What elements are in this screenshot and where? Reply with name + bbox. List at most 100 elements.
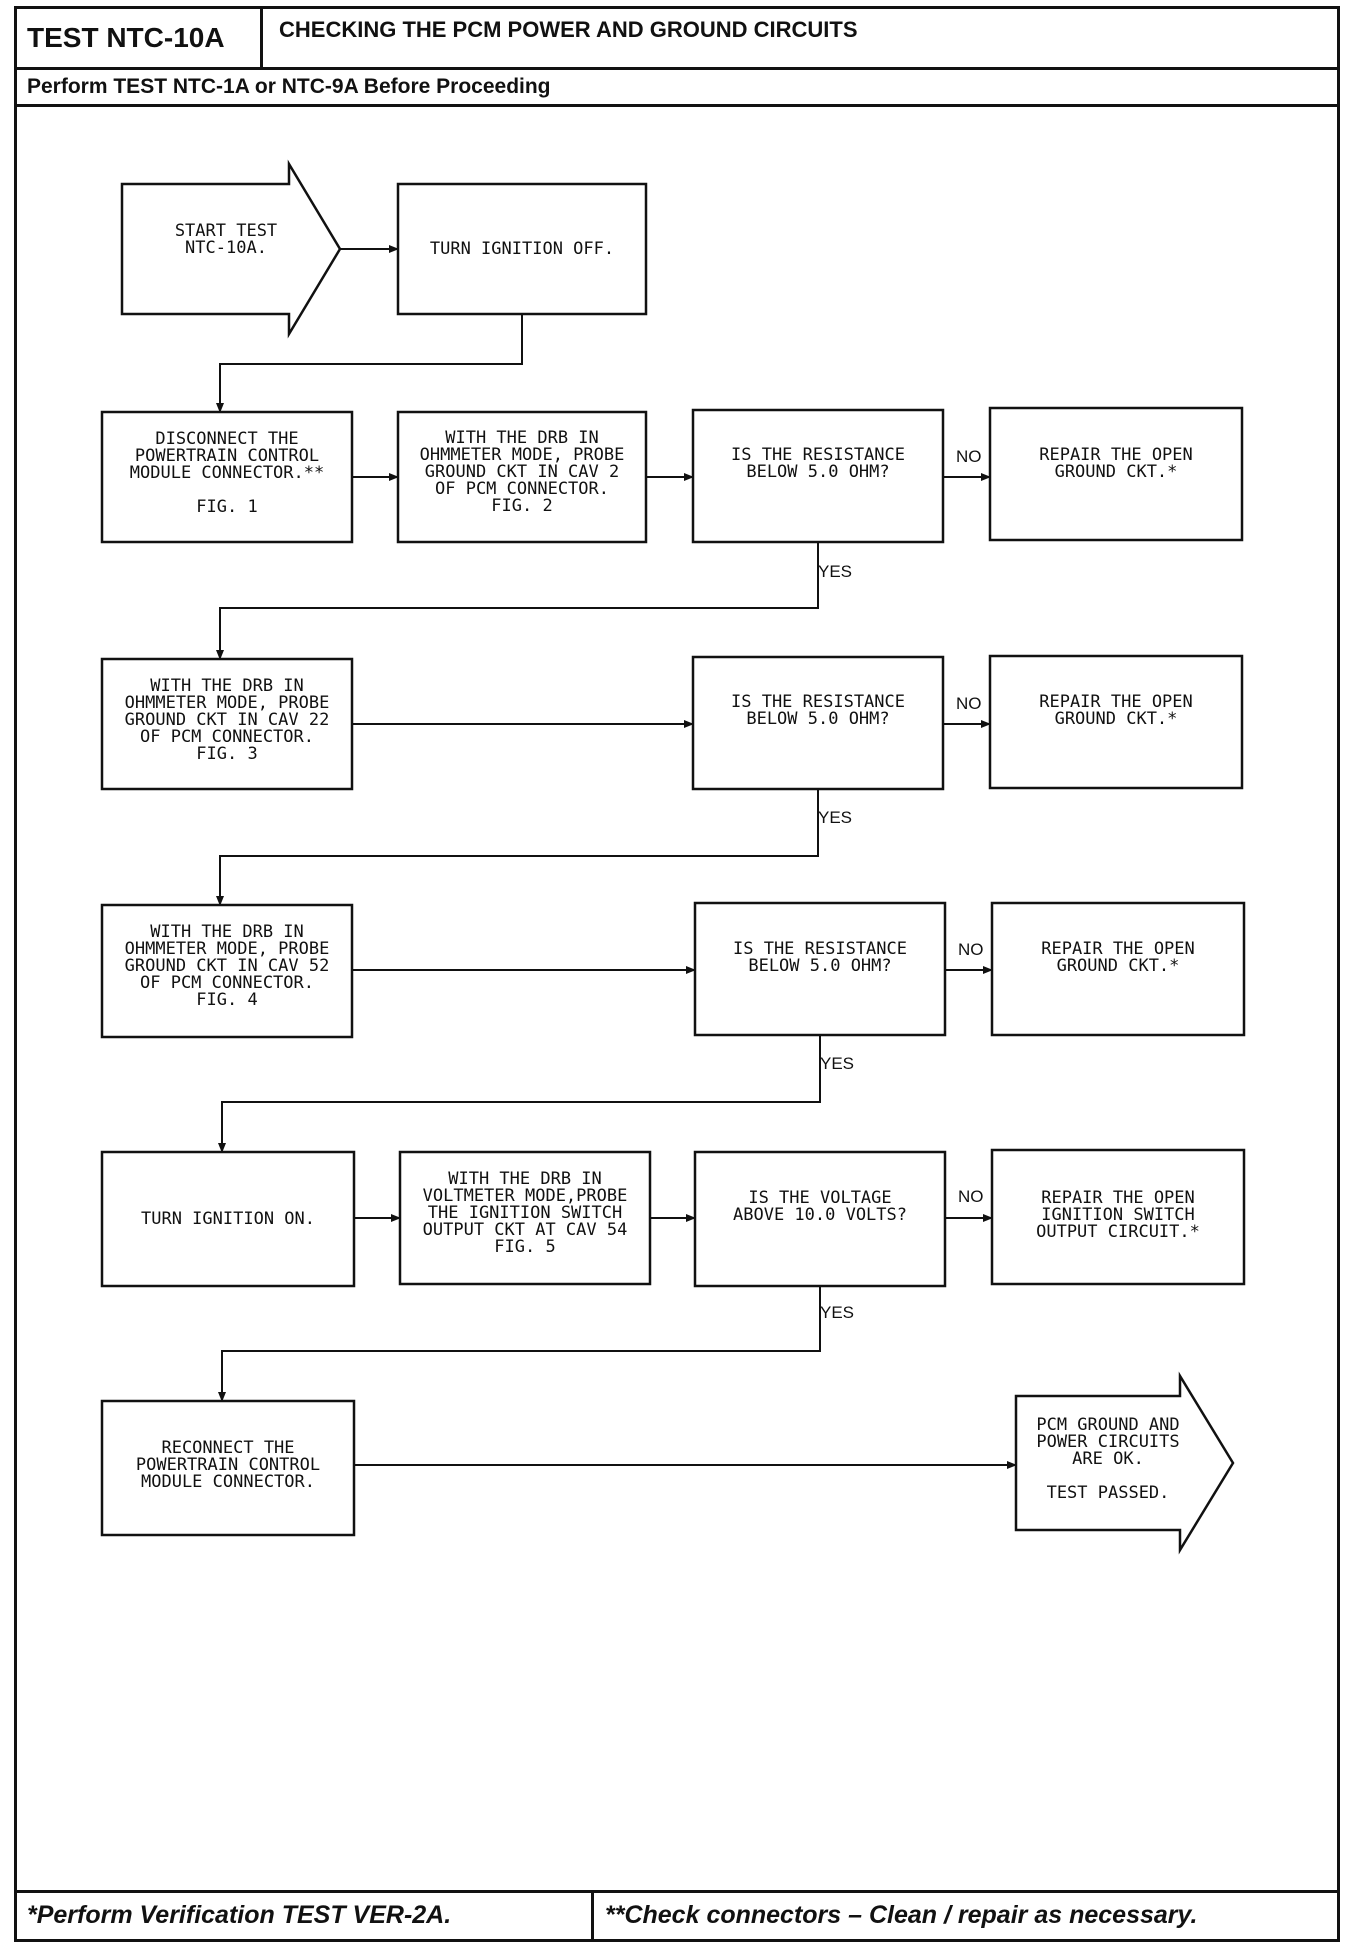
step-probe-cav-52-line: OHMMETER MODE, PROBE [125, 939, 330, 959]
footnote-double-asterisk: **Check connectors – Clean / repair as n… [605, 1901, 1198, 1929]
step-disconnect-pcm-line: MODULE CONNECTOR.** [130, 463, 324, 483]
step-repair-ignition-switch-line: REPAIR THE OPEN [1041, 1188, 1195, 1208]
step-repair-ground-1-line: REPAIR THE OPEN [1039, 445, 1193, 465]
step-reconnect-pcm-line: POWERTRAIN CONTROL [136, 1455, 320, 1475]
step-probe-cav-52-line: OF PCM CONNECTOR. [140, 973, 314, 993]
decision-2-yes-to-probe-cav-52-arrow [216, 789, 819, 906]
step-repair-ignition-switch-line: IGNITION SWITCH [1041, 1205, 1195, 1225]
decision-resistance-1-line: IS THE RESISTANCE [731, 445, 905, 465]
step-reconnect-pcm-line: MODULE CONNECTOR. [141, 1472, 315, 1492]
step-probe-cav-2-line: FIG. 2 [491, 496, 552, 516]
step-disconnect-pcm-line: FIG. 1 [196, 497, 257, 517]
step-turn-ignition-off-line: TURN IGNITION OFF. [430, 239, 614, 259]
step-probe-cav-2-line: OHMMETER MODE, PROBE [420, 445, 625, 465]
step-probe-cav-54-line: OUTPUT CKT AT CAV 54 [423, 1220, 628, 1240]
decision-voltage-box [693, 1150, 947, 1288]
start-arrow-shape [120, 159, 342, 339]
step-probe-cav-52-line: FIG. 4 [196, 990, 257, 1010]
decision-4-yes-to-reconnect-arrow [218, 1286, 821, 1402]
yes-label-4: YES [820, 1303, 854, 1322]
footer-divider [591, 1893, 594, 1939]
step-repair-ground-1-line: GROUND CKT.* [1055, 462, 1178, 482]
decision-voltage-line: IS THE VOLTAGE [748, 1188, 891, 1208]
step-turn-ignition-on: TURN IGNITION ON. [100, 1150, 356, 1288]
step-probe-cav-52-line: WITH THE DRB IN [150, 922, 304, 942]
step-probe-cav-2-box [396, 410, 648, 544]
step-probe-cav-54-line: THE IGNITION SWITCH [428, 1203, 622, 1223]
decision-resistance-3-line: IS THE RESISTANCE [733, 939, 907, 959]
end-terminal-line: POWER CIRCUITS [1036, 1432, 1179, 1452]
step-repair-ground-2-line: GROUND CKT.* [1055, 709, 1178, 729]
step-repair-ignition-switch-line: OUTPUT CIRCUIT.* [1036, 1222, 1200, 1242]
step-probe-cav-52-box [100, 903, 354, 1039]
header-row: TEST NTC-10A CHECKING THE PCM POWER AND … [17, 9, 1337, 70]
step-disconnect-pcm-line: POWERTRAIN CONTROL [135, 446, 319, 466]
end-terminal-line: ARE OK. [1072, 1449, 1144, 1469]
start-terminal-line: NTC-10A. [185, 238, 267, 258]
step-repair-ignition-switch-box [990, 1148, 1246, 1286]
no-label-1: NO [956, 447, 982, 466]
step-probe-cav-22-line: GROUND CKT IN CAV 22 [125, 710, 330, 730]
footnote-single-asterisk: *Perform Verification TEST VER-2A. [27, 1901, 452, 1929]
prerequisite-note: Perform TEST NTC-1A or NTC-9A Before Pro… [17, 67, 1337, 107]
step-repair-ground-3-box [990, 901, 1246, 1037]
step-probe-cav-22-line: OF PCM CONNECTOR. [140, 727, 314, 747]
decision-resistance-1-box [691, 408, 945, 544]
decision-resistance-3-box [693, 901, 947, 1037]
step-reconnect-pcm-box [100, 1399, 356, 1537]
step-turn-ignition-on-line: TURN IGNITION ON. [141, 1209, 315, 1229]
step-probe-cav-22-box [100, 657, 354, 791]
no-label-3: NO [958, 940, 984, 959]
step-repair-ground-2-line: REPAIR THE OPEN [1039, 692, 1193, 712]
start-terminal-line: START TEST [175, 221, 277, 241]
step-probe-cav-2-line: OF PCM CONNECTOR. [435, 479, 609, 499]
step-probe-cav-22-line: FIG. 3 [196, 744, 257, 764]
step-disconnect-pcm-box [100, 410, 354, 544]
test-title: CHECKING THE PCM POWER AND GROUND CIRCUI… [279, 17, 858, 42]
yes-label-2: YES [818, 808, 852, 827]
step-probe-cav-2-line: GROUND CKT IN CAV 2 [425, 462, 619, 482]
step-probe-cav-54-line: FIG. 5 [494, 1237, 555, 1257]
step-probe-cav-52-line: GROUND CKT IN CAV 52 [125, 956, 330, 976]
test-id: TEST NTC-10A [17, 9, 263, 67]
step-probe-cav-54-line: WITH THE DRB IN [448, 1169, 602, 1189]
decision-1-yes-to-probe-cav-22-arrow [216, 542, 819, 660]
decision-resistance-3-line: BELOW 5.0 OHM? [748, 956, 891, 976]
step-probe-cav-22-line: WITH THE DRB IN [150, 676, 304, 696]
step-probe-cav-54-box [398, 1150, 652, 1286]
end-terminal-line: PCM GROUND AND [1036, 1415, 1179, 1435]
step-turn-ignition-on-box [100, 1150, 356, 1288]
step-repair-ground-1-box [988, 406, 1244, 542]
step-turn-ignition-off: TURN IGNITION OFF. [396, 182, 648, 316]
decision-3-yes-to-ignition-on-arrow [218, 1035, 821, 1153]
decision-resistance-2-line: BELOW 5.0 OHM? [746, 709, 889, 729]
step-repair-ground-3-line: REPAIR THE OPEN [1041, 939, 1195, 959]
ignition-off-to-disconnect-arrow [216, 314, 523, 413]
yes-label-3: YES [820, 1054, 854, 1073]
yes-label-1: YES [818, 562, 852, 581]
step-turn-ignition-off-box [396, 182, 648, 316]
decision-resistance-2-box [691, 655, 945, 791]
footer-notes: *Perform Verification TEST VER-2A. **Che… [17, 1890, 1337, 1939]
step-reconnect-pcm-line: RECONNECT THE [161, 1438, 294, 1458]
flow-connectors [216, 245, 1017, 1469]
step-probe-cav-22-line: OHMMETER MODE, PROBE [125, 693, 330, 713]
no-label-2: NO [956, 694, 982, 713]
step-repair-ground-2-box [988, 654, 1244, 790]
decision-resistance-1-line: BELOW 5.0 OHM? [746, 462, 889, 482]
